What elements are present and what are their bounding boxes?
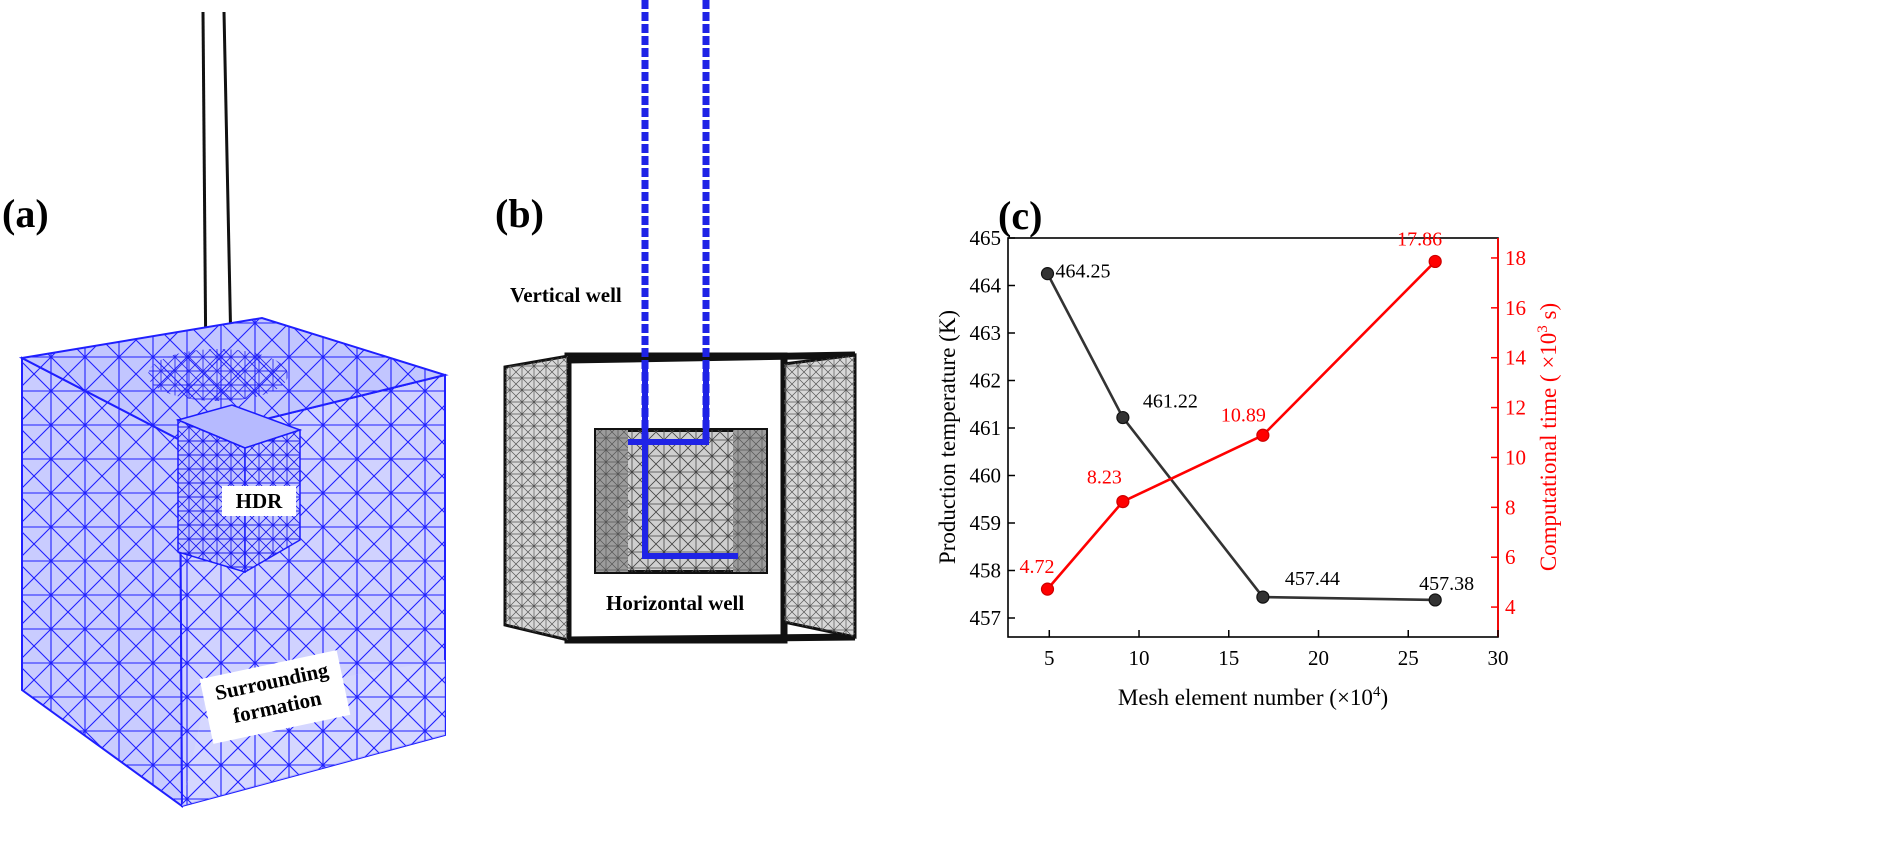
data-point [1040, 582, 1055, 596]
left-tick-label: 458 [970, 559, 1002, 583]
data-label: 8.23 [1087, 467, 1122, 489]
right-axis-label: Computational time ( ×103 s) [1535, 303, 1561, 571]
series-line-right [1046, 260, 1437, 590]
data-point [1116, 410, 1130, 425]
panel-a-label: (a) [2, 191, 49, 236]
right-tick-label: 18 [1505, 246, 1526, 270]
panel-b-mesh-box [503, 0, 857, 644]
x-tick-label: 15 [1218, 646, 1239, 670]
data-point [1428, 254, 1442, 269]
left-tick-label: 462 [970, 369, 1002, 393]
data-label: 464.25 [1055, 261, 1110, 283]
data-label: 461.22 [1143, 391, 1198, 413]
data-point [1116, 494, 1130, 509]
left-tick-label: 464 [970, 274, 1002, 298]
x-tick-label: 10 [1129, 646, 1150, 670]
right-tick-label: 8 [1505, 495, 1516, 519]
data-label: 10.89 [1221, 404, 1266, 426]
horizontal-well-label: Horizontal well [602, 591, 749, 616]
x-tick-label: 5 [1044, 646, 1055, 670]
left-tick-label: 457 [970, 606, 1002, 630]
x-axis-label: Mesh element number (×104) [1118, 684, 1388, 710]
data-point [1256, 590, 1270, 604]
right-tick-label: 14 [1505, 346, 1527, 370]
left-tick-label: 460 [970, 464, 1002, 488]
x-tick-label: 25 [1398, 646, 1419, 670]
data-point [1428, 593, 1442, 607]
data-label: 17.86 [1397, 228, 1442, 250]
left-tick-label: 459 [970, 511, 1002, 535]
data-point [1256, 428, 1270, 442]
series-line-left [1046, 273, 1436, 602]
right-tick-label: 6 [1505, 545, 1516, 569]
left-tick-label: 465 [970, 226, 1002, 250]
left-tick-label: 463 [970, 321, 1002, 345]
data-label: 457.38 [1419, 573, 1474, 595]
right-tick-label: 4 [1505, 595, 1516, 619]
data-point [1040, 267, 1055, 281]
left-axis-label: Production temperature (K) [935, 310, 960, 564]
hdr-label: HDR [222, 486, 296, 516]
right-tick-label: 10 [1505, 445, 1526, 469]
x-tick-label: 20 [1308, 646, 1329, 670]
panel-c-label: (c) [998, 193, 1043, 238]
right-tick-label: 12 [1505, 396, 1526, 420]
vertical-well-label: Vertical well [510, 283, 622, 307]
data-label: 457.44 [1285, 568, 1340, 590]
panel-b-label: (b) [495, 191, 544, 236]
right-tick-label: 16 [1505, 296, 1526, 320]
x-tick-label: 30 [1488, 646, 1509, 670]
left-tick-label: 461 [970, 416, 1002, 440]
data-label: 4.72 [1019, 556, 1054, 578]
